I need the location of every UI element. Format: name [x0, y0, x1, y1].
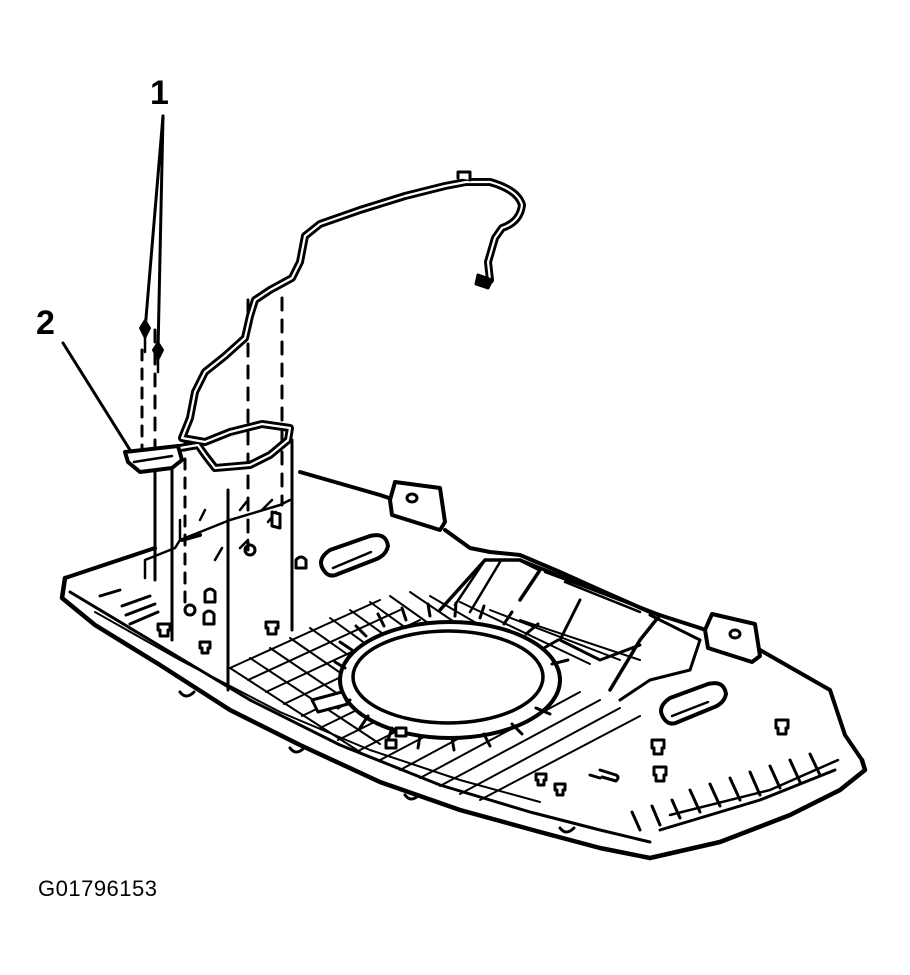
- mounting-tabs: [388, 480, 762, 664]
- callout-label-1: 1: [150, 74, 169, 112]
- antenna-cable: [154, 170, 526, 472]
- antenna-bracket: [123, 444, 184, 474]
- assembly-guide-lines: [140, 296, 294, 692]
- floor-panel: [59, 470, 868, 861]
- antenna-mast: [139, 114, 165, 374]
- center-channel: [438, 558, 702, 702]
- panel-fasteners: [156, 555, 790, 797]
- figure-code: G01796153: [38, 876, 158, 901]
- leader-line-2: [61, 341, 132, 452]
- panel-slots: [319, 533, 728, 726]
- bracket-plate: [143, 498, 292, 617]
- callout-label-2: 2: [36, 304, 55, 342]
- tire-well-ring: [333, 601, 570, 752]
